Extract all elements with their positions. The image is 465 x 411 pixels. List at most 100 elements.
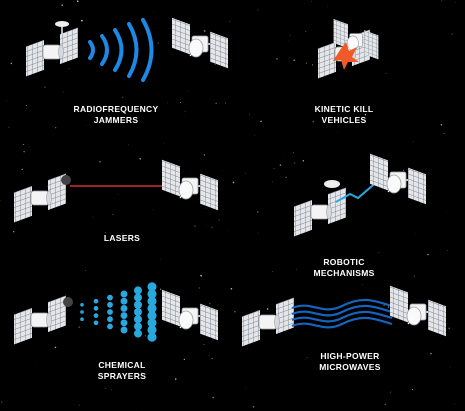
star [260, 120, 262, 123]
star [29, 145, 31, 147]
star [218, 219, 220, 221]
star [384, 403, 387, 406]
star [163, 143, 164, 145]
star [203, 30, 206, 32]
spray-droplet [107, 309, 113, 315]
star [198, 287, 201, 289]
spray-droplet [80, 317, 84, 321]
spray-droplet [147, 318, 157, 328]
star [211, 357, 213, 360]
star [230, 288, 233, 290]
star [234, 311, 236, 313]
spray-droplet [120, 304, 128, 312]
star [441, 0, 443, 2]
star [110, 362, 112, 364]
star [446, 249, 448, 251]
spray-droplet [147, 282, 157, 292]
spray-droplet [107, 294, 113, 301]
star [385, 72, 387, 74]
spray-droplet [107, 316, 113, 323]
star [340, 65, 342, 67]
star [311, 64, 314, 66]
spray-droplet [147, 325, 157, 335]
star [167, 102, 168, 104]
star [144, 335, 146, 337]
star [111, 389, 113, 391]
star [23, 151, 25, 153]
chemical-sprayer-illustration [13, 282, 219, 346]
star [157, 42, 159, 44]
star [25, 104, 27, 107]
spray-droplet [107, 323, 113, 330]
spray-droplet [134, 286, 142, 295]
star [112, 213, 114, 216]
kinetic-kill-illustration [317, 18, 380, 80]
star [378, 251, 380, 254]
star [21, 168, 23, 171]
star [203, 154, 205, 156]
spray-droplet [120, 290, 128, 298]
spray-droplet [120, 326, 128, 334]
star [85, 269, 86, 271]
spray-droplet [147, 303, 157, 313]
star [224, 102, 226, 104]
collision-icon [333, 42, 359, 70]
star [194, 225, 196, 227]
star [180, 102, 181, 104]
spray-droplet [93, 298, 99, 304]
spray-droplet [80, 310, 84, 314]
radiofrequency-jammer-illustration [25, 16, 229, 82]
star [128, 240, 129, 241]
star [232, 181, 235, 184]
star [387, 306, 390, 308]
star [364, 114, 367, 116]
star [453, 403, 455, 405]
star [362, 284, 364, 286]
star [306, 357, 308, 358]
label-lasers: LASERS [103, 233, 141, 243]
star [440, 123, 443, 126]
star [212, 396, 215, 399]
star [383, 304, 385, 306]
star [302, 160, 305, 162]
star [174, 378, 177, 380]
star [184, 110, 186, 112]
star [44, 86, 46, 89]
star [203, 344, 205, 346]
attacker-satellite-icon [293, 186, 347, 238]
star [415, 233, 417, 234]
star [105, 387, 107, 389]
star [81, 19, 83, 22]
star [78, 326, 80, 328]
spray-droplet [93, 320, 99, 326]
star [8, 126, 10, 128]
spray-droplet [120, 297, 128, 305]
star [141, 372, 143, 374]
spray-droplet [134, 329, 142, 338]
star [205, 207, 207, 209]
star [209, 303, 211, 305]
star [266, 308, 269, 310]
spray-droplet [134, 293, 142, 302]
star [127, 144, 129, 146]
spray-droplet [147, 296, 157, 306]
star [411, 389, 413, 391]
spray-droplet [147, 311, 157, 321]
star [104, 231, 107, 234]
star [276, 58, 278, 60]
star [160, 288, 162, 290]
star [160, 258, 161, 260]
star [283, 157, 284, 159]
star [99, 161, 101, 163]
star [139, 157, 142, 160]
laser-emitter-icon [61, 175, 71, 185]
star [272, 181, 273, 182]
spray-icon [80, 282, 157, 342]
target-satellite-icon [161, 288, 219, 342]
